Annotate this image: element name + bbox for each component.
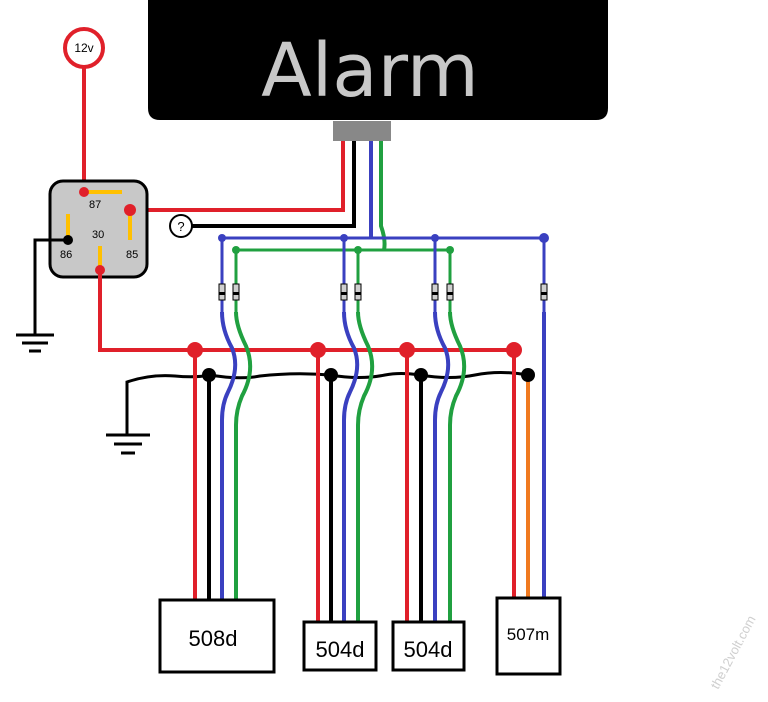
relay: 87 30 86 85 <box>48 179 149 279</box>
alarm-unit: Alarm <box>148 0 608 141</box>
module-504d-2: 504d <box>391 620 466 672</box>
module-504d-2-label: 504d <box>404 637 453 662</box>
alarm-harness <box>130 141 387 251</box>
alarm-title: Alarm <box>261 28 479 114</box>
module-504d-1: 504d <box>302 620 378 672</box>
bus-junctions <box>187 342 535 382</box>
ground-bus-icon <box>106 433 150 455</box>
wire-508d-blue <box>220 311 238 600</box>
module-wires <box>193 311 546 622</box>
power-12v-circle <box>63 27 105 69</box>
red-junction-508d <box>187 342 203 358</box>
wire-red-to-relay-85 <box>130 141 345 212</box>
question-icon <box>169 214 193 238</box>
wire-504d-2-green <box>448 311 467 622</box>
diode-band-3a <box>432 292 438 295</box>
relay-label-85: 85 <box>126 249 138 261</box>
wire-504d-2-blue <box>433 311 451 622</box>
red-junction-504d-1 <box>310 342 326 358</box>
red-power-bus <box>98 270 514 352</box>
module-504d-1-label: 504d <box>316 637 365 662</box>
relay-label-86: 86 <box>60 249 72 261</box>
module-507m-label: 507m <box>507 625 550 644</box>
wire-508d-green <box>234 311 253 600</box>
relay-ground <box>16 238 68 353</box>
module-508d-label: 508d <box>189 626 238 651</box>
diode-band-2b <box>355 292 361 295</box>
ground-junction-508d <box>202 368 216 382</box>
diode-band-2a <box>341 292 347 295</box>
module-504d-1-box <box>302 620 378 672</box>
relay-pins <box>66 190 132 266</box>
module-507m: 507m <box>495 596 562 676</box>
diode-band-4a <box>541 292 547 295</box>
ground-junction-504d-2 <box>414 368 428 382</box>
alarm-body <box>148 0 608 120</box>
module-504d-2-box <box>391 620 466 672</box>
wire-relay-86-ground <box>33 238 68 335</box>
relay-terminal-87 <box>79 187 89 197</box>
relay-terminal-85 <box>124 204 136 216</box>
module-508d-box <box>158 598 276 674</box>
wire-green-trunk <box>379 141 387 251</box>
diode-band-3b <box>447 292 453 295</box>
wire-504d-1-green <box>356 311 375 622</box>
ground-junction-504d-1 <box>324 368 338 382</box>
diode-band-1b <box>233 292 239 295</box>
relay-label-87: 87 <box>89 199 101 211</box>
diode-band-1a <box>219 292 225 295</box>
ground-icon <box>16 333 54 353</box>
module-508d: 508d <box>158 598 276 674</box>
diodes <box>218 238 548 312</box>
ground-junction-507m <box>521 368 535 382</box>
watermark: the12volt.com <box>707 613 758 692</box>
unknown-label: ? <box>177 219 184 234</box>
wire-ground-bus <box>125 371 529 435</box>
alarm-connector <box>333 121 391 141</box>
power-label: 12v <box>74 41 93 55</box>
red-junction-504d-2 <box>399 342 415 358</box>
red-junction-507m <box>506 342 522 358</box>
module-507m-box <box>495 596 562 676</box>
relay-label-30: 30 <box>92 229 104 241</box>
wire-504d-1-blue <box>342 311 360 622</box>
unknown-terminal: ? <box>169 214 193 238</box>
wire-black-unknown <box>191 141 356 228</box>
power-source: 12v <box>63 27 105 192</box>
